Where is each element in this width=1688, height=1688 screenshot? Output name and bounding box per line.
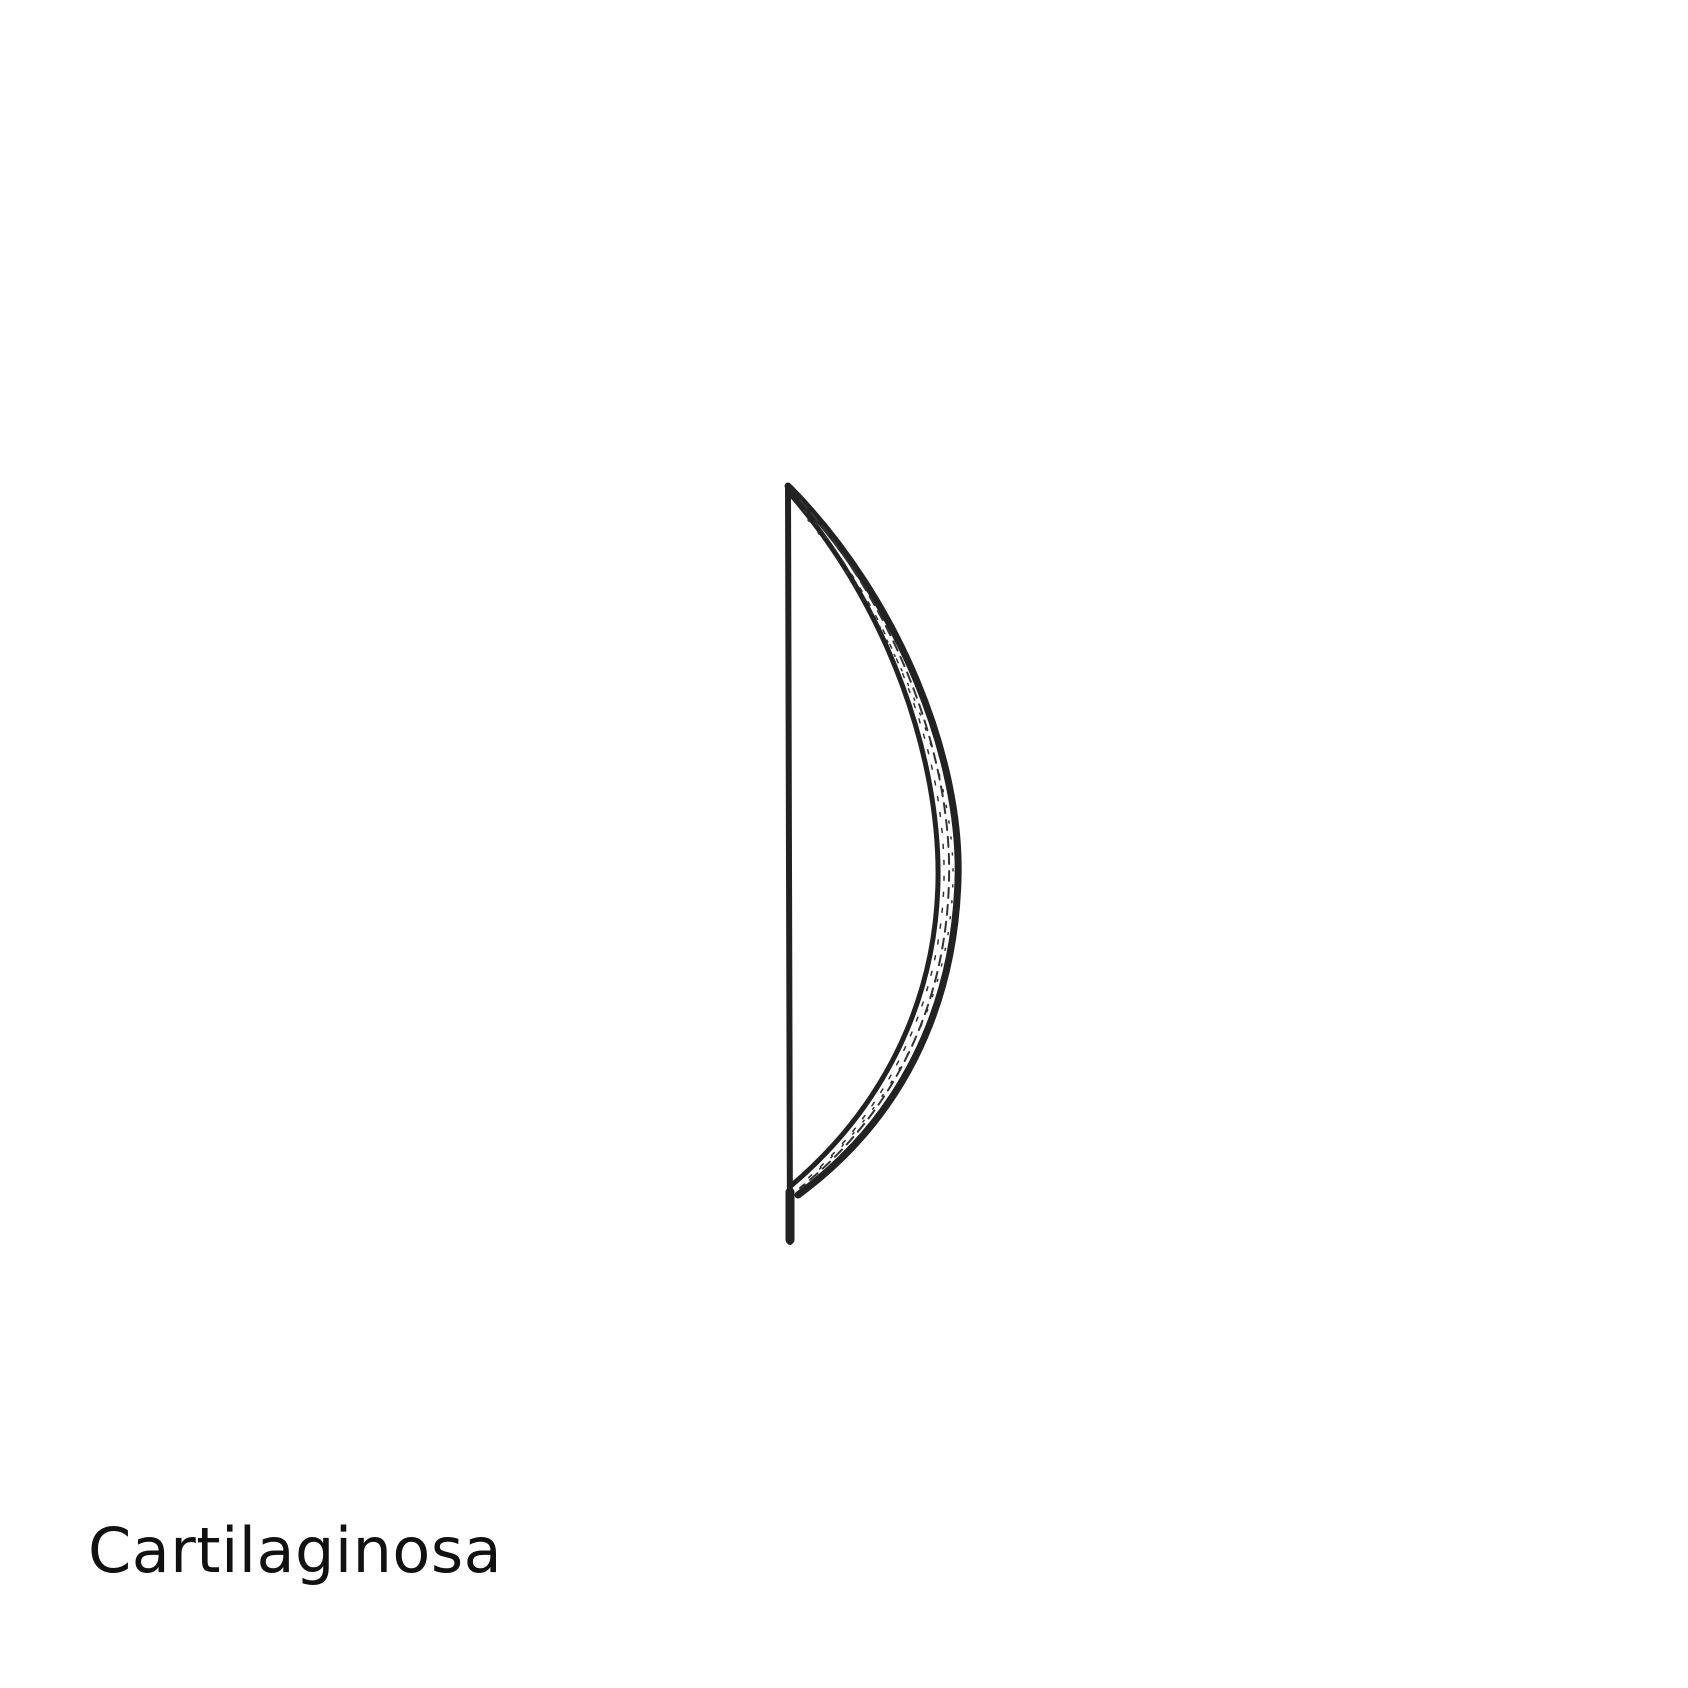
- band-texture-line: [803, 509, 945, 1181]
- outer-margin-curve: [786, 484, 962, 1199]
- inner-margin-curve: [789, 493, 941, 1188]
- leaf-outline: [784, 482, 962, 1245]
- cartilaginous-band-texture: [799, 499, 954, 1189]
- figure-caption: Cartilaginosa: [88, 1514, 503, 1587]
- band-texture-line: [799, 499, 951, 1189]
- midrib-line: [785, 485, 793, 1245]
